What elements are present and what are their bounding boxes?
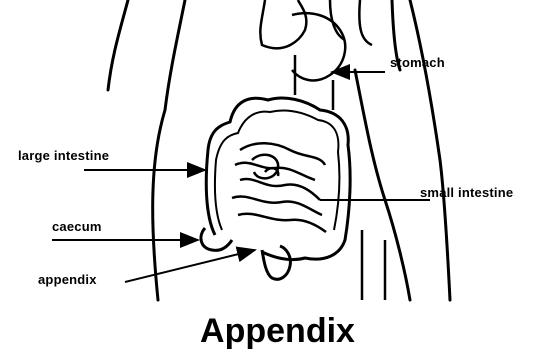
- torso-outline: [108, 0, 450, 300]
- appendix-pointer: [125, 250, 255, 282]
- small-intestine-coils: [232, 143, 326, 232]
- caecum-shape: [201, 228, 232, 250]
- appendix-label: appendix: [38, 272, 97, 287]
- caecum-label: caecum: [52, 219, 102, 234]
- appendix-shape: [262, 246, 290, 279]
- diagram-title: Appendix: [0, 312, 555, 351]
- stomach-label: stomach: [390, 55, 445, 70]
- large-intestine-label: large intestine: [18, 148, 109, 163]
- spine-outline: [260, 0, 385, 300]
- small-intestine-label: small intestine: [420, 185, 513, 200]
- stomach-shape: [292, 13, 345, 80]
